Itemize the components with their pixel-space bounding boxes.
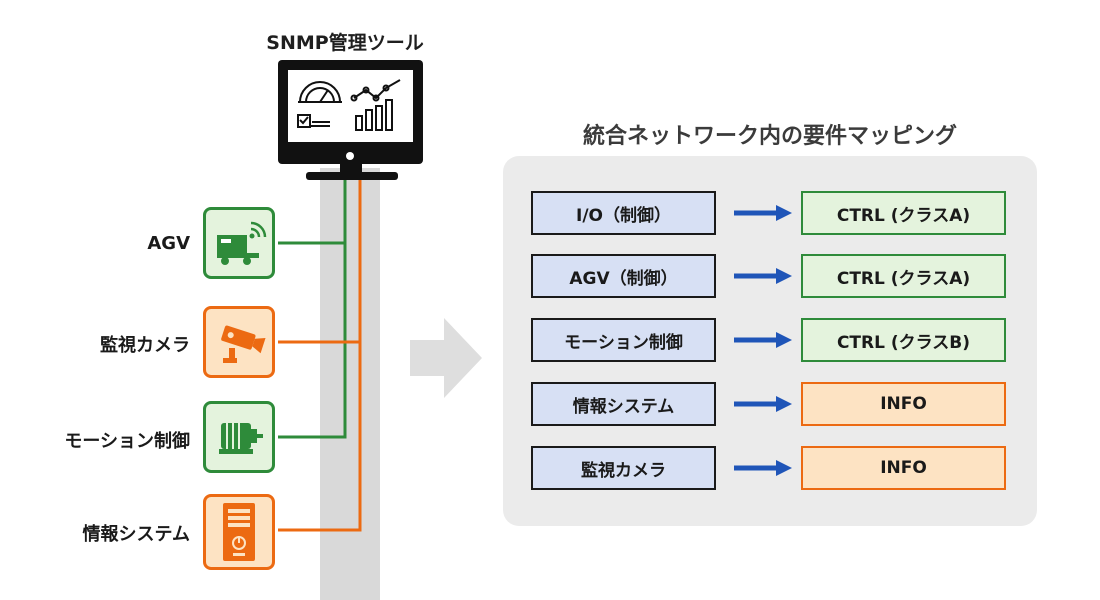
bar-chart-icon (355, 99, 393, 131)
orange-camera-line (278, 176, 362, 344)
network-backbone (320, 168, 380, 600)
orange-info-line (278, 342, 362, 532)
monitor-screen (288, 70, 413, 142)
server-icon (223, 503, 255, 561)
class-box: CTRL (クラスA) (801, 254, 1006, 298)
power-led (346, 152, 354, 160)
snmp-tool-title: SNMP管理ツール (266, 32, 424, 54)
gauge-icon (298, 81, 342, 103)
checklist-icon (297, 114, 330, 128)
requirement-box: 情報システム (531, 382, 716, 426)
requirement-box: 監視カメラ (531, 446, 716, 490)
green-motion-line (278, 243, 347, 439)
arrow-right-icon (734, 396, 792, 412)
device-label-agv: AGV (147, 233, 190, 254)
line-chart-icon (350, 79, 401, 102)
arrow-right-icon (734, 205, 792, 221)
arrow-right-icon (734, 460, 792, 476)
camera-icon (221, 325, 266, 363)
class-box: INFO (801, 382, 1006, 426)
monitor-stand (340, 164, 362, 174)
flow-arrow-icon (410, 318, 482, 398)
agv-icon (217, 221, 267, 265)
motor-device (203, 401, 275, 473)
monitor-base (306, 172, 398, 180)
mapping-title: 統合ネットワーク内の要件マッピング (582, 124, 957, 149)
arrow-right-icon (734, 268, 792, 284)
class-box: INFO (801, 446, 1006, 490)
motor-icon (219, 423, 263, 454)
green-control-line (278, 176, 347, 245)
device-label-motion: モーション制御 (64, 431, 190, 452)
requirement-box: モーション制御 (531, 318, 716, 362)
arrow-right-icon (734, 332, 792, 348)
requirement-box: I/O（制御） (531, 191, 716, 235)
device-label-camera: 監視カメラ (100, 335, 190, 356)
device-label-info-system: 情報システム (82, 524, 190, 545)
class-box: CTRL (クラスA) (801, 191, 1006, 235)
camera-device (203, 306, 275, 378)
server-device (203, 494, 275, 570)
class-box: CTRL (クラスB) (801, 318, 1006, 362)
agv-device (203, 207, 275, 279)
requirement-box: AGV（制御） (531, 254, 716, 298)
